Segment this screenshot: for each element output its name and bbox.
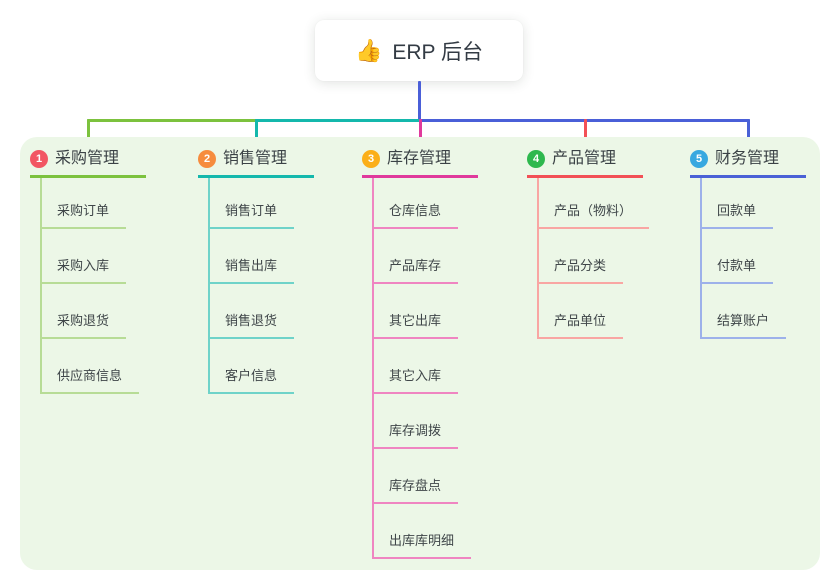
root-connector-line: [418, 81, 421, 120]
bus-segment-sales: [255, 119, 422, 122]
branch-item: 销售订单: [210, 178, 295, 229]
branch-item: 库存盘点: [374, 449, 471, 504]
branch-item-label[interactable]: 供应商信息: [42, 367, 140, 394]
branch-item: 采购入库: [42, 229, 139, 284]
branch-item-label[interactable]: 销售退货: [210, 312, 295, 339]
branch-items-4: 产品（物料） 产品分类产品单位: [537, 178, 650, 339]
branch-item-label[interactable]: 产品分类: [539, 257, 624, 284]
branch-drop-line: [87, 119, 90, 145]
branch-item: 回款单: [702, 178, 786, 229]
branch-item-label[interactable]: 产品库存: [374, 257, 459, 284]
branch-item: 仓库信息: [374, 178, 471, 229]
branch-item: 销售出库: [210, 229, 295, 284]
branch-item: 销售退货: [210, 284, 295, 339]
branch-item-label[interactable]: 结算账户: [702, 312, 787, 339]
branch-item: 其它出库: [374, 284, 471, 339]
branch-item: 产品分类: [539, 229, 649, 284]
branch-header-3[interactable]: 3 库存管理: [362, 149, 478, 178]
thumbs-up-icon: 👍: [354, 37, 383, 63]
branch-header-5[interactable]: 5 财务管理: [690, 149, 806, 178]
branch-item-label[interactable]: 采购退货: [42, 312, 127, 339]
branch-item-label[interactable]: 销售出库: [210, 257, 295, 284]
branch-title: 采购管理: [55, 150, 120, 167]
branch-title: 销售管理: [223, 150, 288, 167]
branch-title: 财务管理: [715, 150, 780, 167]
branch-item-label[interactable]: 产品（物料）: [539, 202, 650, 229]
root-node-label: ERP 后台: [392, 40, 484, 64]
branch-drop-line: [419, 119, 422, 145]
branch-item-label[interactable]: 客户信息: [210, 367, 295, 394]
branch-number-badge: 3: [362, 150, 380, 168]
branch-items-3: 仓库信息产品库存其它出库其它入库库存调拨库存盘点出库库明细: [372, 178, 472, 559]
branch-item-label[interactable]: 出库库明细: [374, 532, 472, 559]
branch-item: 其它入库: [374, 339, 471, 394]
branch-number-badge: 1: [30, 150, 48, 168]
branch-item: 客户信息: [210, 339, 295, 394]
branch-item-label[interactable]: 库存调拨: [374, 422, 459, 449]
bus-segment-purchase: [87, 119, 258, 122]
branch-header-1[interactable]: 1 采购管理: [30, 149, 146, 178]
branch-items-5: 回款单付款单结算账户: [700, 178, 787, 339]
branch-item-label[interactable]: 仓库信息: [374, 202, 459, 229]
branch-item-label[interactable]: 采购入库: [42, 257, 127, 284]
branch-item: 出库库明细: [374, 504, 472, 559]
branch-item-label[interactable]: 采购订单: [42, 202, 127, 229]
branch-item-label[interactable]: 其它入库: [374, 367, 459, 394]
branch-item: 供应商信息: [42, 339, 140, 394]
branch-item: 库存调拨: [374, 394, 471, 449]
branch-item: 采购订单: [42, 178, 139, 229]
branch-header-2[interactable]: 2 销售管理: [198, 149, 314, 178]
branch-drop-line: [584, 119, 587, 145]
branch-item-label[interactable]: 库存盘点: [374, 477, 459, 504]
branch-item: 产品库存: [374, 229, 471, 284]
branch-drop-line: [255, 119, 258, 145]
branch-number-badge: 4: [527, 150, 545, 168]
branch-item-label[interactable]: 其它出库: [374, 312, 459, 339]
branch-items-2: 销售订单销售出库销售退货客户信息: [208, 178, 295, 394]
branch-drop-line: [747, 119, 750, 145]
branch-items-1: 采购订单采购入库采购退货供应商信息: [40, 178, 140, 394]
branch-item: 采购退货: [42, 284, 139, 339]
branches-panel: [20, 137, 820, 570]
branch-number-badge: 2: [198, 150, 216, 168]
branch-title: 产品管理: [552, 150, 617, 167]
branch-item: 产品（物料）: [539, 178, 650, 229]
branch-item-label[interactable]: 回款单: [702, 202, 774, 229]
branch-item-label[interactable]: 产品单位: [539, 312, 624, 339]
branch-item: 产品单位: [539, 284, 649, 339]
root-node[interactable]: 👍 ERP 后台: [315, 20, 523, 81]
branch-item: 结算账户: [702, 284, 787, 339]
branch-item-label[interactable]: 销售订单: [210, 202, 295, 229]
branch-title: 库存管理: [387, 150, 452, 167]
branch-number-badge: 5: [690, 150, 708, 168]
branch-item: 付款单: [702, 229, 786, 284]
branch-header-4[interactable]: 4 产品管理: [527, 149, 643, 178]
branch-item-label[interactable]: 付款单: [702, 257, 774, 284]
